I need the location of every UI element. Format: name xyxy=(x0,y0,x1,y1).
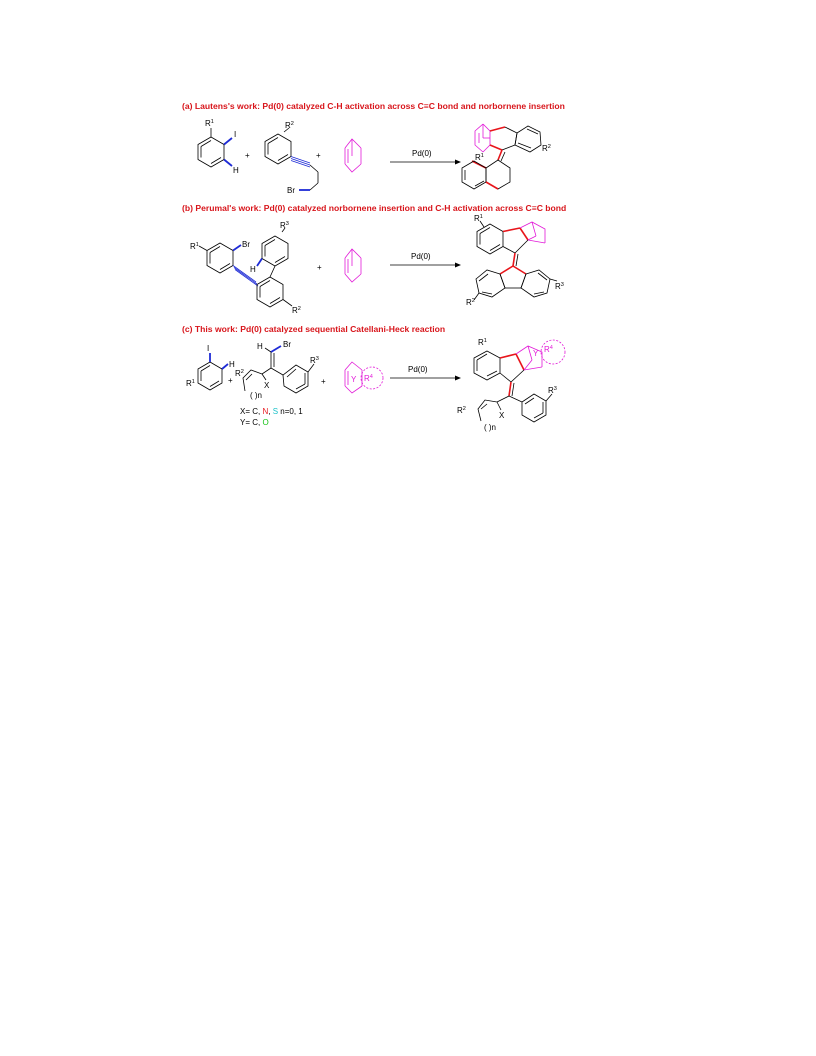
panel-c-vinyl-h-label: H xyxy=(257,342,263,351)
panel-c-product-n: ( )n xyxy=(484,423,496,432)
panel-c-x-legend: X= C, N, S n=0, 1 xyxy=(240,407,303,416)
panel-c-r3-label: R3 xyxy=(310,356,319,365)
panel-c-arrow-label: Pd(0) xyxy=(408,365,428,374)
panel-c-product: R1 Y R4 X ( )n R2 xyxy=(457,338,566,432)
panel-a-product-r2: R2 xyxy=(542,144,551,153)
panel-a-iodine-label: I xyxy=(234,130,236,139)
panel-c-y-legend: Y= C, O xyxy=(240,418,269,427)
panel-b-product-r3: R3 xyxy=(555,282,564,291)
panel-b-product-r1: R1 xyxy=(474,214,483,223)
panel-c-vinyl-bromide: H Br X ( )n R2 R3 xyxy=(235,340,319,400)
panel-b-title: (b) Perumal's work: Pd(0) catalyzed norb… xyxy=(182,203,566,213)
panel-a-product: R2 R1 xyxy=(461,123,551,190)
panel-c-product-x: X xyxy=(499,411,505,420)
panel-b-r1-label: R1 xyxy=(190,242,199,251)
panel-a-reaction-arrow: Pd(0) xyxy=(390,149,461,165)
panel-b-norbornene xyxy=(344,248,362,283)
panel-b-product-r2: R2 xyxy=(466,298,475,307)
panel-a-title: (a) Lautens's work: Pd(0) catalyzed C-H … xyxy=(182,101,565,111)
panel-c-r4-label: R4 xyxy=(364,374,373,383)
panel-b-plus: + xyxy=(317,263,322,272)
panel-c-aryl-iodide: I H R1 xyxy=(186,344,235,391)
panel-c-y-label: Y xyxy=(351,375,357,384)
panel-c-product-r3: R3 xyxy=(548,386,557,395)
panel-b-r2-label: R2 xyxy=(292,306,301,315)
panel-b-aryl-alkyne: R1 Br R2 R3 H xyxy=(190,221,301,315)
panel-c-product-y: Y xyxy=(533,349,539,358)
panel-a-plus-1: + xyxy=(245,151,250,160)
panel-b: (b) Perumal's work: Pd(0) catalyzed norb… xyxy=(182,203,566,315)
panel-a-norbornene xyxy=(344,138,362,173)
panel-a-r1-label: R1 xyxy=(205,119,214,128)
panel-b-bromine-label: Br xyxy=(242,240,250,249)
panel-c: (c) This work: Pd(0) catalyzed sequentia… xyxy=(182,324,566,432)
panel-b-hydrogen-label: H xyxy=(250,265,256,274)
panel-c-r2-label: R2 xyxy=(235,369,244,378)
panel-a-product-r1: R1 xyxy=(475,153,484,162)
panel-a-hydrogen-label: H xyxy=(233,166,239,175)
panel-c-plus-2: + xyxy=(321,377,326,386)
panel-c-x-label: X xyxy=(264,381,270,390)
panel-c-vinyl-br-label: Br xyxy=(283,340,291,349)
panel-b-product: R1 R2 xyxy=(466,214,564,307)
panel-c-hydrogen-label: H xyxy=(229,360,235,369)
panel-c-reaction-arrow: Pd(0) xyxy=(390,365,461,381)
panel-c-n-label: ( )n xyxy=(250,391,262,400)
panel-a-aryl-iodide: R1 I H xyxy=(197,119,239,175)
panel-c-product-r1: R1 xyxy=(478,338,487,347)
panel-a-aryl-alkyne: R2 Br xyxy=(264,121,319,195)
panel-c-product-r2: R2 xyxy=(457,406,466,415)
panel-c-title: (c) This work: Pd(0) catalyzed sequentia… xyxy=(182,324,445,334)
panel-b-arrow-label: Pd(0) xyxy=(411,252,431,261)
panel-a: (a) Lautens's work: Pd(0) catalyzed C-H … xyxy=(182,101,565,195)
panel-a-arrow-label: Pd(0) xyxy=(412,149,432,158)
panel-a-bromine-label: Br xyxy=(287,186,295,195)
panel-a-r2-label: R2 xyxy=(285,121,294,130)
panel-c-product-r4: R4 xyxy=(544,345,553,354)
panel-c-iodine-label: I xyxy=(207,344,209,353)
panel-b-r3-label: R3 xyxy=(280,221,289,230)
panel-c-norbornene: Y R4 xyxy=(344,361,384,394)
panel-b-reaction-arrow: Pd(0) xyxy=(390,252,461,268)
panel-c-plus-1: + xyxy=(228,376,233,385)
panel-a-plus-2: + xyxy=(316,151,321,160)
panel-c-r1-label: R1 xyxy=(186,379,195,388)
